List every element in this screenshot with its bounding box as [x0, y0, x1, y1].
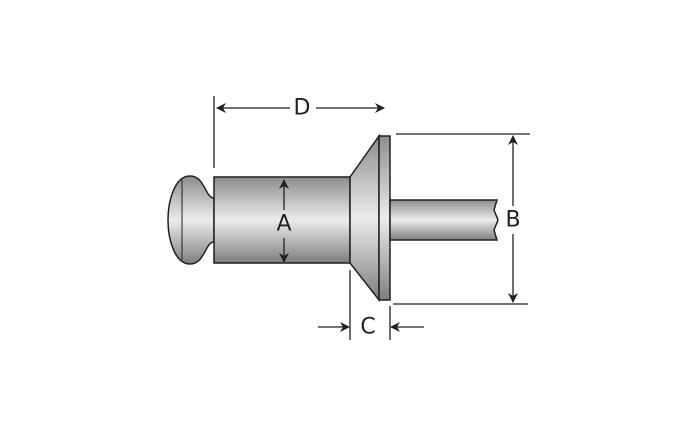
rivet-flange: [378, 135, 391, 301]
mandrel-stem: [389, 199, 499, 241]
dimension-label-c: C: [360, 315, 375, 340]
dimension-label-a: A: [276, 212, 291, 237]
dimension-label-b: B: [505, 208, 520, 233]
dimension-label-d: D: [294, 96, 311, 121]
mandrel-head: [167, 175, 215, 265]
rivet-flange-cone: [349, 133, 380, 303]
